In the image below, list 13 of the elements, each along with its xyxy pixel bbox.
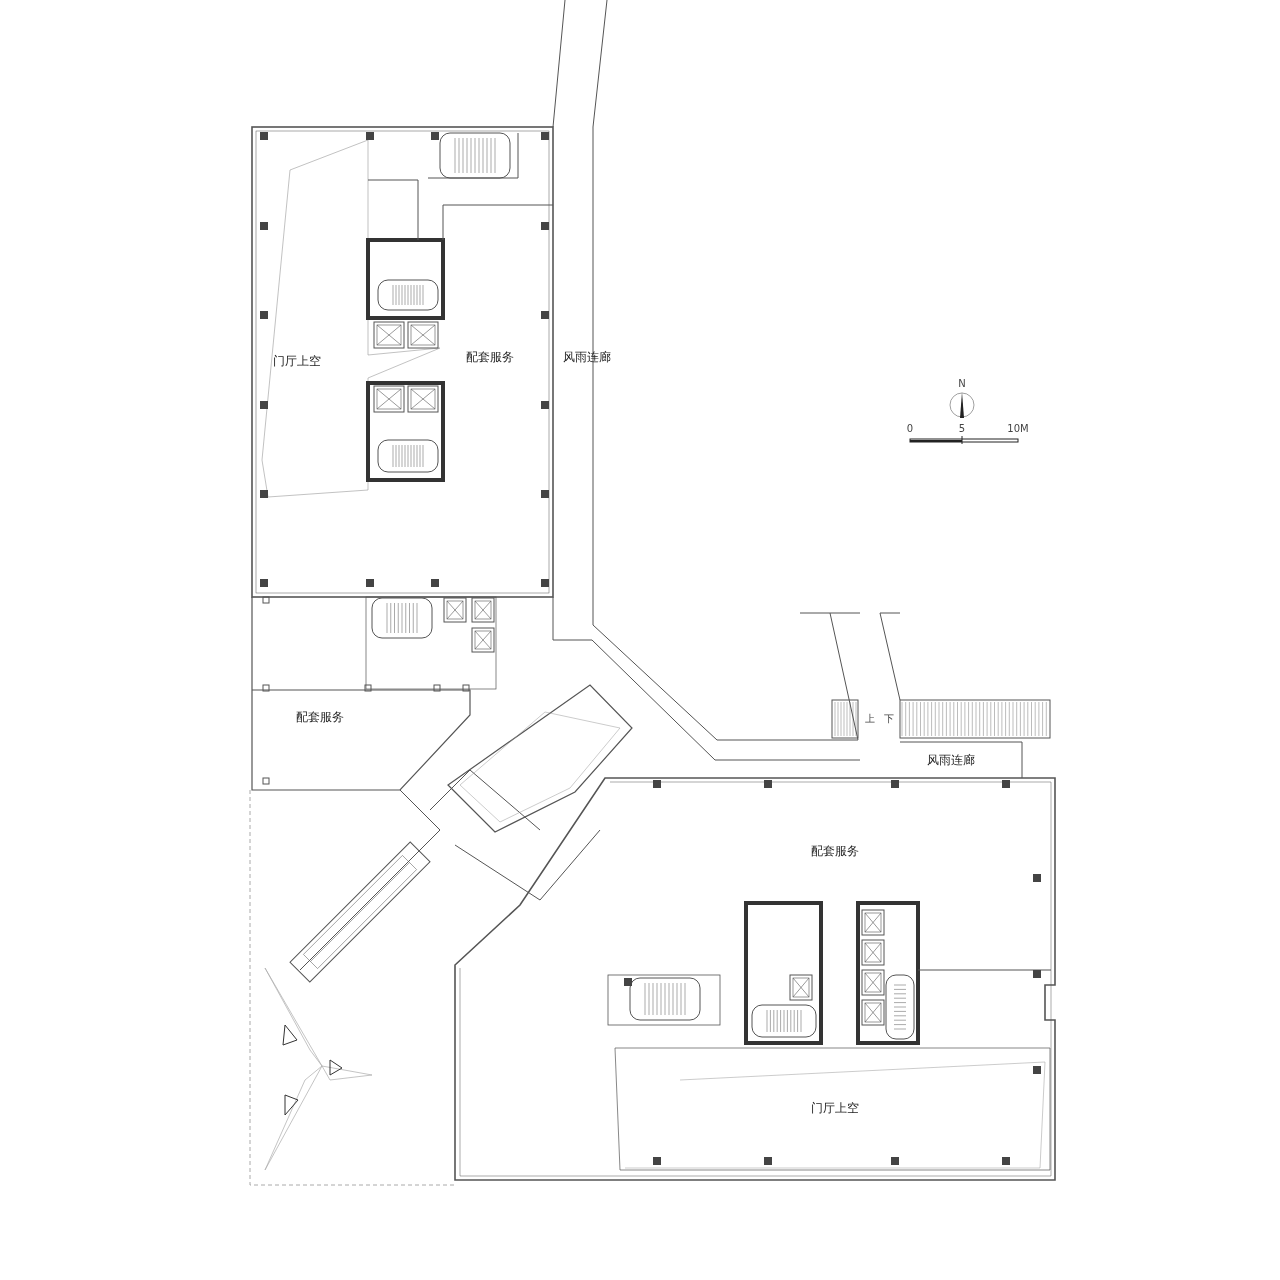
room-label: 门厅上空 <box>273 355 321 367</box>
room-label: 风雨连廊 <box>563 351 611 363</box>
scale-number: 5 <box>958 424 966 434</box>
room-label: 风雨连廊 <box>927 754 975 766</box>
room-label: 配套服务 <box>466 351 514 363</box>
room-label: 配套服务 <box>811 845 859 857</box>
room-label: 门厅上空 <box>811 1102 859 1114</box>
scale-number: 0 <box>906 424 914 434</box>
stair-direction-label: 上 <box>865 714 875 724</box>
scale-number: 10M <box>1007 424 1029 434</box>
stair-direction-label: 下 <box>884 714 894 724</box>
north-label: N <box>958 379 966 389</box>
room-label: 配套服务 <box>296 711 344 723</box>
